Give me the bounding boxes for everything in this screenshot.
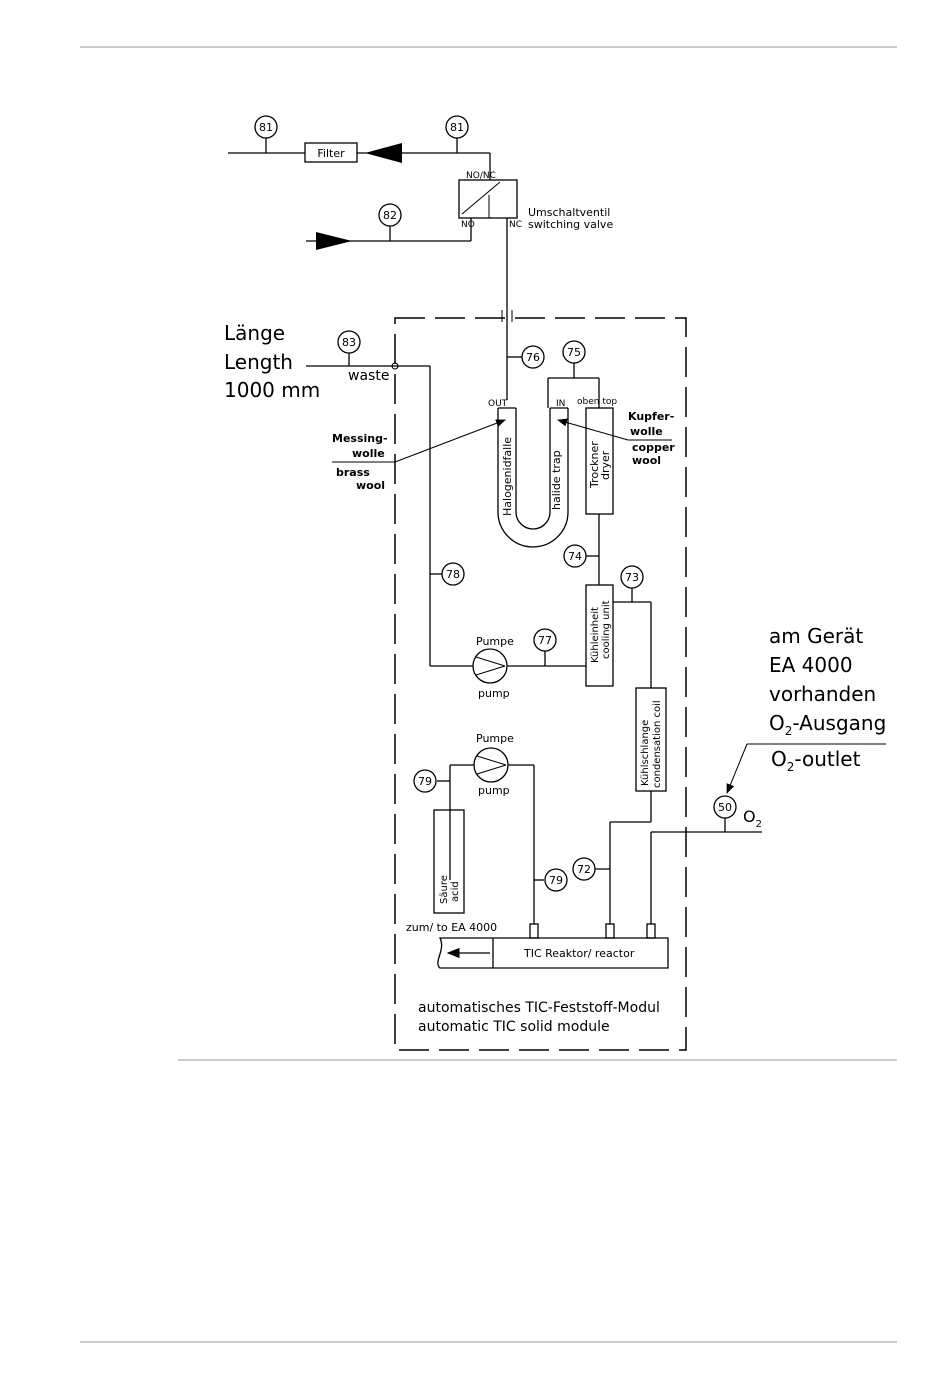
tag-74-label: 74 bbox=[568, 550, 582, 563]
tag-79b: 79 bbox=[544, 868, 568, 892]
vorhanden-label: vorhanden bbox=[769, 682, 876, 706]
waste-label: waste bbox=[348, 368, 389, 384]
tag-72: 72 bbox=[572, 857, 596, 881]
coil-en-label: condensation coil bbox=[652, 700, 663, 788]
dryer: Trockner dryer bbox=[585, 407, 614, 515]
halide-trap: OUT IN Halogenidfalle halide trap bbox=[488, 399, 569, 548]
ea4000-label: EA 4000 bbox=[769, 653, 853, 677]
valve-no-label: NO bbox=[461, 220, 475, 230]
halide-en-label: halide trap bbox=[550, 450, 563, 510]
pump2-en-label: pump bbox=[478, 784, 510, 797]
length-value-label: 1000 mm bbox=[224, 378, 320, 402]
reactor-label: TIC Reaktor/ reactor bbox=[523, 947, 635, 960]
out-label: OUT bbox=[488, 399, 508, 409]
length-de-label: Länge bbox=[224, 321, 285, 345]
tag-72-label: 72 bbox=[577, 863, 591, 876]
flow-arrow-left-icon bbox=[365, 143, 402, 163]
tag-77: 77 bbox=[533, 628, 557, 652]
tag-77-label: 77 bbox=[538, 634, 552, 647]
tic-module-boundary bbox=[394, 317, 687, 1051]
tag-73: 73 bbox=[620, 565, 644, 589]
tag-81b: 81 bbox=[445, 115, 469, 139]
tag-76: 76 bbox=[507, 345, 545, 369]
tag-76-label: 76 bbox=[526, 351, 540, 364]
to-ea-label: zum/ to EA 4000 bbox=[406, 921, 497, 934]
valve-nonc-label: NO/NC bbox=[466, 171, 496, 181]
pump2-de-label: Pumpe bbox=[476, 732, 514, 745]
pump1-de-label: Pumpe bbox=[476, 635, 514, 648]
halide-de-label: Halogenidfalle bbox=[501, 437, 514, 516]
length-en-label: Length bbox=[224, 350, 293, 374]
tag-79a-label: 79 bbox=[418, 775, 432, 788]
filter-line: Filter bbox=[228, 138, 491, 180]
acid-bottle: Säure acid bbox=[433, 809, 465, 914]
waste-line: waste bbox=[306, 352, 474, 667]
tag-81a-label: 81 bbox=[259, 121, 273, 134]
kupfer-2-label: wolle bbox=[630, 425, 663, 438]
condensation-coil: Kühlschlange condensation coil bbox=[635, 687, 667, 792]
cooling-de-label: Kühleinheit bbox=[590, 607, 601, 663]
pump-icon bbox=[473, 747, 509, 783]
oben-top-label: oben top bbox=[577, 397, 617, 407]
flow-arrow-right-icon bbox=[316, 232, 352, 250]
tag-78-label: 78 bbox=[446, 568, 460, 581]
module-en-label: automatic TIC solid module bbox=[418, 1019, 610, 1035]
tag-83: 83 bbox=[337, 330, 361, 354]
pump-icon bbox=[472, 648, 508, 684]
coil-de-label: Kühlschlange bbox=[640, 720, 651, 786]
am-geraet-label: am Gerät bbox=[769, 624, 863, 648]
o2-outlet-label: O2-outlet bbox=[771, 747, 861, 774]
tag-78: 78 bbox=[441, 562, 465, 586]
pump1-en-label: pump bbox=[478, 687, 510, 700]
inlet-line-82 bbox=[306, 218, 472, 250]
tag-82: 82 bbox=[378, 203, 402, 227]
cooling-unit: Kühleinheit cooling unit bbox=[585, 584, 614, 687]
dryer-en-label: dryer bbox=[599, 450, 612, 480]
valve-nc-label: NC bbox=[509, 220, 522, 230]
tag-73-label: 73 bbox=[625, 571, 639, 584]
filter-label: Filter bbox=[317, 147, 345, 160]
messing-1-label: Messing- bbox=[332, 432, 388, 445]
tag-79b-label: 79 bbox=[549, 874, 563, 887]
brass-1-label: brass bbox=[336, 466, 370, 479]
copper-1-label: copper bbox=[632, 441, 675, 454]
upper-pump: Pumpe pump bbox=[472, 635, 514, 700]
cooling-en-label: cooling unit bbox=[601, 600, 612, 659]
tag-50-label: 50 bbox=[718, 801, 732, 814]
module-de-label: automatisches TIC-Feststoff-Modul bbox=[418, 1000, 660, 1016]
tag-79a: 79 bbox=[413, 769, 437, 793]
acid-en-label: acid bbox=[450, 881, 461, 902]
tag-83-label: 83 bbox=[342, 336, 356, 349]
messing-2-label: wolle bbox=[352, 447, 385, 460]
copper-2-label: wool bbox=[632, 454, 661, 467]
brass-2-label: wool bbox=[356, 479, 385, 492]
tic-reactor: TIC Reaktor/ reactor zum/ to EA 4000 bbox=[406, 921, 669, 969]
o2-ausgang-label: O2-Ausgang bbox=[769, 711, 886, 738]
acid-de-label: Säure bbox=[439, 875, 450, 904]
switching-valve-de-label: Umschaltventil bbox=[528, 206, 610, 219]
tag-81a: 81 bbox=[254, 115, 278, 139]
switching-valve: NO/NC NO NC Umschaltventil switching val… bbox=[458, 171, 613, 231]
tag-81b-label: 81 bbox=[450, 121, 464, 134]
dryer-de-label: Trockner bbox=[588, 441, 601, 489]
tag-74: 74 bbox=[563, 544, 587, 568]
tag-82-label: 82 bbox=[383, 209, 397, 222]
kupfer-1-label: Kupfer- bbox=[628, 410, 674, 423]
tag-75-label: 75 bbox=[567, 346, 581, 359]
o2-label: O2 bbox=[743, 807, 762, 830]
switching-valve-en-label: switching valve bbox=[528, 218, 613, 231]
tag-75: 75 bbox=[562, 340, 586, 364]
in-label: IN bbox=[556, 399, 565, 409]
tag-50: 50 bbox=[713, 795, 737, 819]
